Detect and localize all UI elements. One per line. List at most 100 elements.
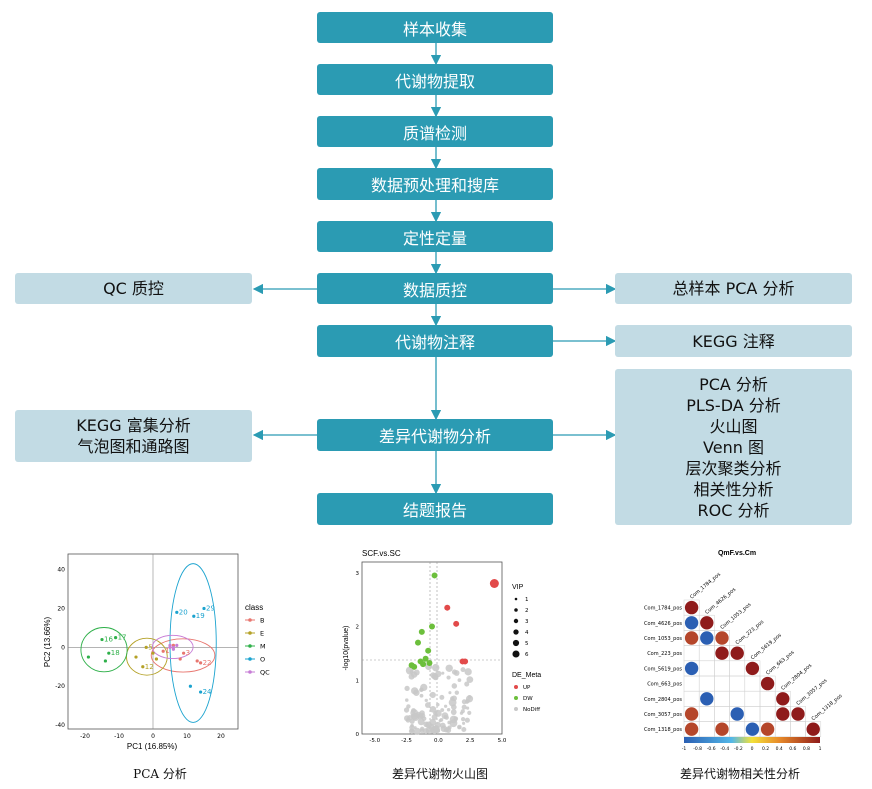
volcano-vip-marker <box>513 629 519 635</box>
volcano-point-nodiff <box>424 702 431 708</box>
side-label: 气泡图和通路图 <box>77 437 190 456</box>
side-kegg-enrichment: KEGG 富集分析 气泡图和通路图 <box>15 410 252 462</box>
volcano-ytick: 1 <box>356 678 360 684</box>
volcano-point-nodiff <box>419 714 423 718</box>
corr-row-label: Com_663_pos <box>647 682 682 688</box>
volcano-point-dw <box>429 623 435 630</box>
caption-pca: PCA 分析 <box>133 767 187 781</box>
side-label: KEGG 富集分析 <box>76 416 191 435</box>
corr-cell <box>684 722 699 736</box>
method-item: ROC 分析 <box>697 500 770 520</box>
corr-title: QmF.vs.Cm <box>718 550 756 557</box>
corr-grid-cell <box>729 721 746 738</box>
volcano-point-up <box>462 658 469 665</box>
volcano-de-title: DE_Meta <box>512 672 541 679</box>
pca-ytick: 20 <box>57 605 65 612</box>
volcano-point-nodiff <box>450 709 457 716</box>
pca-point-B <box>195 659 199 663</box>
step-label: 代谢物提取 <box>394 71 475 91</box>
pca-point-label: 12 <box>145 663 154 671</box>
pca-point-QC <box>171 645 175 649</box>
pca-point-B <box>199 661 203 665</box>
corr-row-label: Com_5619_pos <box>644 666 682 672</box>
corr-colorbar-tick: -0.2 <box>734 746 743 752</box>
step-label: 结题报告 <box>402 501 467 520</box>
pca-xtick: 0 <box>151 733 155 740</box>
volcano-point-nodiff <box>460 667 466 673</box>
volcano-point-nodiff <box>425 729 430 733</box>
step-label: 数据质控 <box>402 280 467 300</box>
volcano-point-nodiff <box>413 727 421 735</box>
corr-grid-cell <box>744 675 761 692</box>
pca-point-O <box>199 690 203 694</box>
volcano-point-nodiff <box>451 669 458 675</box>
corr-cell <box>776 692 790 706</box>
side-pca-all: 总样本 PCA 分析 <box>615 273 852 304</box>
volcano-point-nodiff <box>439 694 445 700</box>
corr-cell <box>715 631 729 645</box>
corr-col-label: Com_663_pos <box>765 649 796 676</box>
corr-cell <box>745 661 760 676</box>
volcano-point-nodiff <box>421 716 427 721</box>
volcano-point-dw <box>422 655 429 662</box>
corr-grid-cell <box>790 721 806 738</box>
pca-point-E <box>134 655 138 659</box>
corr-cell <box>700 616 714 630</box>
corr-colorbar-tick: 0.2 <box>762 746 769 752</box>
volcano-vip-label: 5 <box>525 641 529 647</box>
corr-grid-cell <box>744 690 761 707</box>
volcano-point-nodiff <box>447 725 452 730</box>
corr-row-label: Com_2804_pos <box>644 697 682 703</box>
volcano-point-nodiff <box>440 708 445 712</box>
pca-legend-label: B <box>260 617 264 625</box>
corr-grid-cell <box>698 675 715 692</box>
pca-point-label: 29 <box>206 604 215 612</box>
corr-grid-cell <box>729 675 746 692</box>
corr-col-label: Com_1318_pos <box>811 693 844 722</box>
pca-point-M <box>103 659 107 663</box>
pca-point-label: 5 <box>148 643 152 651</box>
volcano-point-nodiff <box>433 725 439 731</box>
corr-grid-cell <box>729 690 746 707</box>
corr-cell <box>684 616 699 630</box>
pca-ylabel: PC2 (13.66%) <box>43 617 52 668</box>
corr-grid-cell <box>683 690 700 707</box>
pca-point-O <box>202 606 206 611</box>
corr-col-label: Com_4626_pos <box>704 586 737 615</box>
pca-point-E <box>144 645 148 649</box>
volcano-point-nodiff <box>441 671 445 675</box>
step-report: 结题报告 <box>317 493 553 525</box>
pca-point-E <box>154 657 158 661</box>
volcano-point-dw <box>420 661 427 668</box>
pca-xtick: -10 <box>114 733 124 740</box>
volcano-point-nodiff <box>448 691 452 695</box>
corr-grid-cell <box>774 721 791 738</box>
caption-correlation: 差异代谢物相关性分析 <box>679 767 800 781</box>
step-label: 样本收集 <box>402 19 467 39</box>
pca-point-E <box>141 665 145 669</box>
corr-grid-cell <box>683 675 700 692</box>
corr-cell <box>760 722 775 736</box>
corr-colorbar-tick: 1 <box>819 746 822 752</box>
corr-col-label: Com_1053_pos <box>719 602 752 631</box>
volcano-vip-marker <box>512 650 520 658</box>
volcano-ytick: 0 <box>356 732 360 738</box>
pca-ytick: -40 <box>55 722 65 729</box>
method-item: 相关性分析 <box>693 479 774 499</box>
corr-grid-cell <box>714 706 730 722</box>
volcano-point-nodiff <box>411 687 419 695</box>
pca-ytick: 0 <box>61 644 65 651</box>
corr-colorbar-tick: -1 <box>682 746 687 752</box>
corr-col-label: Com_1784_pos <box>689 571 722 600</box>
volcano-vip-label: 3 <box>525 619 529 625</box>
pca-ellipse-QC <box>151 634 194 660</box>
volcano-point-nodiff <box>405 698 409 702</box>
pca-ellipse-B <box>150 638 216 673</box>
pca-legend-label: E <box>260 630 264 638</box>
corr-row-label: Com_223_pos <box>647 651 682 657</box>
volcano-xtick: 2.5 <box>466 738 475 744</box>
corr-col-label: Com_3057_pos <box>795 678 828 707</box>
step-data-qc: 数据质控 <box>317 273 553 304</box>
volcano-point-up <box>444 604 451 611</box>
